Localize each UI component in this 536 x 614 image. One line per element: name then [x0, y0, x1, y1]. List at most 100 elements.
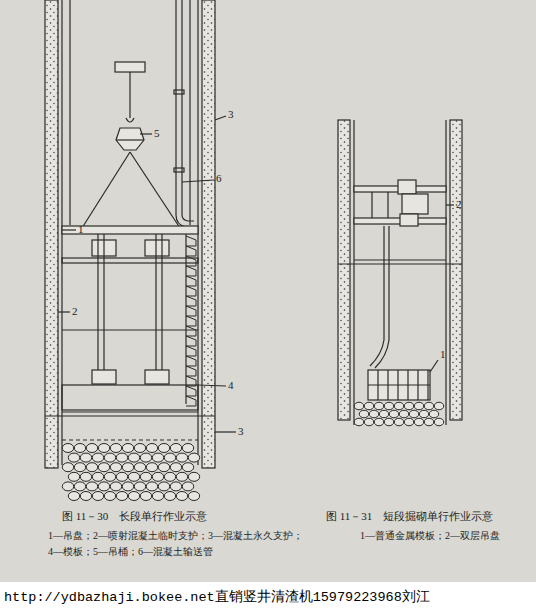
callout-number: 2	[456, 198, 462, 211]
rubble-stone	[394, 418, 404, 426]
rubble-stone	[176, 492, 187, 501]
rubble-stone	[68, 492, 79, 501]
rubble-stone	[182, 482, 193, 491]
rubble-stone	[98, 482, 109, 491]
rubble-stone	[74, 463, 85, 472]
rubble-stone	[140, 472, 151, 481]
rubble-stone	[374, 402, 384, 410]
rubble-stone	[92, 472, 103, 481]
rubble-stone	[110, 463, 121, 472]
rubble-stone	[98, 444, 109, 453]
rubble-stone	[140, 492, 151, 501]
rubble-stone	[359, 410, 369, 418]
rubble-stone	[414, 402, 424, 410]
rubble-stone	[182, 444, 193, 453]
rubble-stone	[379, 410, 389, 418]
rubble-stone	[384, 402, 394, 410]
rubble-stone	[414, 418, 424, 426]
rubble-stone	[164, 453, 175, 462]
rubble-stone	[369, 410, 379, 418]
rubble-stone	[62, 463, 73, 472]
callout-number: 4	[228, 379, 234, 392]
rubble-stone	[164, 492, 175, 501]
rubble-stone	[104, 472, 115, 481]
rubble-stone	[110, 482, 121, 491]
rubble-stone	[158, 444, 169, 453]
rubble-stone	[188, 492, 199, 501]
rubble-stone	[104, 492, 115, 501]
rubble-stone	[152, 472, 163, 481]
callout-number: 2	[72, 305, 78, 318]
rubble-stone	[134, 463, 145, 472]
rubble-stone	[68, 472, 79, 481]
callout-number: 1	[78, 223, 84, 236]
rubble-stone	[409, 410, 419, 418]
rubble-stone	[424, 402, 434, 410]
rubble-stone	[424, 418, 434, 426]
rubble-stone	[92, 453, 103, 462]
parts-note: 1—普通金属模板；2—双层吊盘	[360, 530, 500, 542]
rubble-stone	[176, 472, 187, 481]
rubble-stone	[384, 418, 394, 426]
rubble-stone	[354, 418, 364, 426]
rubble-stone	[68, 453, 79, 462]
rubble-stone	[176, 453, 187, 462]
rubble-stone	[188, 453, 199, 462]
rubble-stone	[110, 444, 121, 453]
rubble-stone	[134, 444, 145, 453]
rubble-stone	[158, 482, 169, 491]
callout-number: 6	[216, 172, 222, 185]
rubble-stone	[86, 482, 97, 491]
rubble-stone	[80, 453, 91, 462]
grid-line	[368, 384, 430, 385]
parts-note: 4—模板；5—吊桶；6—混凝土输送管	[48, 546, 213, 558]
parts-note: 1—吊盘；2—喷射混凝土临时支护；3—混凝土永久支护；	[48, 530, 303, 542]
rubble-stone	[74, 482, 85, 491]
rubble-stone	[399, 410, 409, 418]
rubble-stone	[104, 453, 115, 462]
rubble-stone	[170, 444, 181, 453]
rubble-stone	[122, 482, 133, 491]
rubble-stone	[92, 492, 103, 501]
rubble-stone	[146, 463, 157, 472]
rubble-stone	[364, 402, 374, 410]
callout-number: 1	[440, 348, 446, 361]
rubble-stone	[62, 482, 73, 491]
figure-caption: 图 11－30 长段单行作业示意	[62, 510, 207, 523]
rubble-stone	[152, 453, 163, 462]
rubble-stone	[80, 492, 91, 501]
rubble-stone	[170, 482, 181, 491]
rubble-stone	[74, 444, 85, 453]
rubble-stone	[80, 472, 91, 481]
rubble-stone	[86, 463, 97, 472]
figure-caption: 图 11－31 短段掘砌单行作业示意	[326, 510, 493, 523]
rubble-stone	[128, 492, 139, 501]
rubble-stone	[146, 482, 157, 491]
rubble-stone	[188, 472, 199, 481]
rubble-stone	[419, 410, 429, 418]
rubble-stone	[404, 402, 414, 410]
rubble-stone	[404, 418, 414, 426]
rubble-stone	[164, 472, 175, 481]
rubble-stone	[116, 472, 127, 481]
rubble-stone	[434, 402, 444, 410]
callout-number: 5	[154, 127, 160, 140]
rubble-stone	[364, 418, 374, 426]
rubble-stone	[116, 492, 127, 501]
rubble-stone	[116, 453, 127, 462]
rubble-stone	[128, 472, 139, 481]
rubble-stone	[140, 453, 151, 462]
rubble-stone	[434, 418, 444, 426]
rubble-stone	[158, 463, 169, 472]
callout-number: 3	[228, 108, 234, 121]
watermark: http://ydbazhaji.bokee.net直销竖井清渣机1597922…	[4, 590, 430, 606]
rubble-stone	[128, 453, 139, 462]
rubble-stone	[98, 463, 109, 472]
rubble-stone	[429, 410, 439, 418]
rubble-stone	[354, 402, 364, 410]
rubble-stone	[374, 418, 384, 426]
rubble-stone	[86, 444, 97, 453]
rubble-stone	[152, 492, 163, 501]
rubble-stone	[389, 410, 399, 418]
